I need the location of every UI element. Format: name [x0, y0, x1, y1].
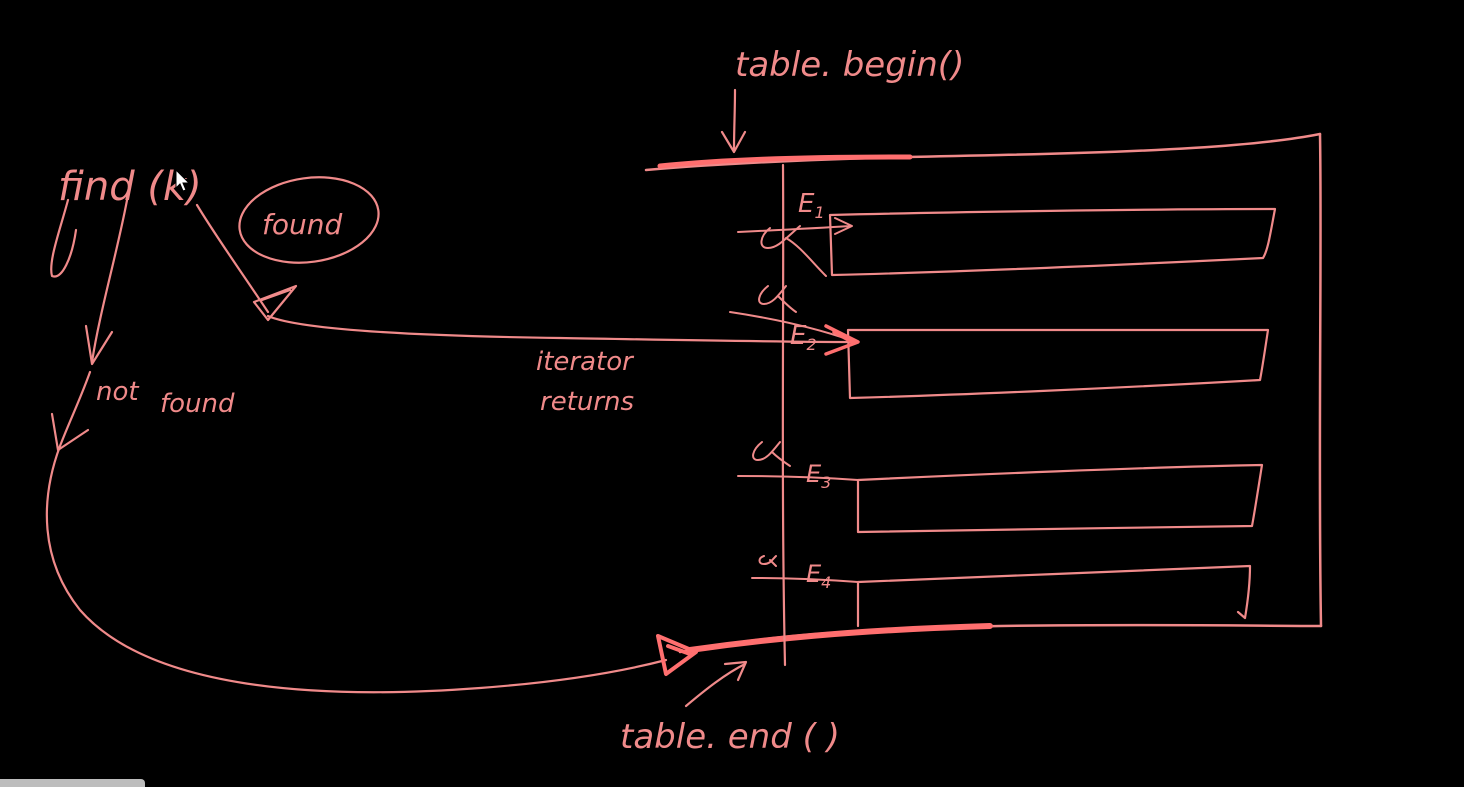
found-bubble	[238, 176, 380, 264]
mouse-cursor-icon	[175, 168, 191, 192]
end-arrowhead	[656, 634, 698, 676]
table-end-highlight	[687, 623, 993, 653]
not-found-label-2: found	[160, 389, 235, 419]
bucket-spine	[781, 163, 787, 667]
entry-box-e3	[856, 463, 1264, 534]
alpha-marker-3	[752, 441, 791, 467]
begin-arrow	[720, 88, 747, 154]
table-right-edge	[1318, 132, 1323, 628]
alpha-marker-1	[760, 225, 827, 277]
found-branch-line	[195, 203, 270, 314]
entry-box-e4	[856, 564, 1252, 620]
end-arrow	[684, 660, 748, 708]
find-underscore-loop	[50, 198, 78, 278]
table-top-edge	[644, 132, 1322, 172]
pointer-e1	[737, 217, 853, 235]
iterator-label: iterator	[536, 347, 635, 377]
hash-table	[644, 132, 1323, 667]
not-found-arrowhead-1	[84, 324, 114, 366]
not-found-arrowhead-2	[50, 412, 90, 452]
find-call-label: find (k)	[58, 164, 202, 210]
entry-label-e2: E2	[790, 321, 817, 354]
playback-progress-bar[interactable]	[0, 779, 145, 787]
pointer-e3	[737, 475, 859, 481]
found-label: found	[262, 208, 342, 241]
pointer-e2	[729, 311, 851, 341]
entry-label-e1: E1	[798, 189, 825, 222]
found-arrowhead	[252, 284, 298, 322]
entry-label-e3: E3	[806, 460, 831, 492]
pointer-e4	[751, 577, 859, 583]
entry-label-e4: E4	[806, 560, 831, 592]
not-found-branch-line	[90, 193, 130, 364]
iterator-return-path	[266, 314, 852, 344]
bucket-entries	[729, 207, 1277, 628]
table-end-label: table. end ( )	[620, 717, 840, 757]
alpha-marker-2	[758, 285, 797, 313]
not-found-curve	[45, 370, 668, 694]
entry-box-e2	[846, 328, 1270, 400]
iterator-arrowhead	[824, 324, 860, 356]
alpha-marker-4	[758, 555, 777, 567]
table-begin-label: table. begin()	[735, 45, 964, 85]
table-begin-highlight	[657, 154, 913, 169]
returns-label: returns	[540, 387, 634, 417]
entry-box-e1	[828, 207, 1277, 277]
not-found-label: not	[96, 377, 139, 407]
